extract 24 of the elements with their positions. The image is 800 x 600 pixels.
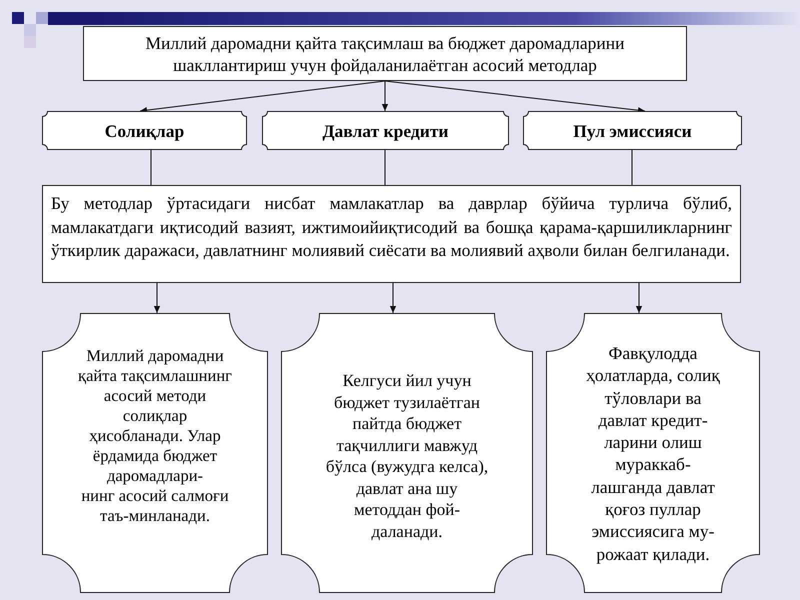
arrow <box>384 80 646 114</box>
method-label: Пул эмиссияси <box>573 120 692 142</box>
explanation-text: Миллий даромадни қайта тақсимлашнинг асосий методи солиқлар ҳисобланади. Улар ёрдамида бюджет даромадлари- нинг асосий салмоғи таъ-минланади. <box>77 346 233 526</box>
description-box <box>42 185 741 283</box>
connector-line <box>384 150 386 186</box>
arrow <box>390 282 396 314</box>
description-text: Бу методлар ўртасидаги нисбат мамлакатлар ва даврлар бўйича турлича бўлиб, мамлакатдаги иқтисодий вазият, ижтимоийиқтисодий ва бошқа қарама-қаршиликларнинг ўткирлик даражаси, давлатнинг молиявий сиёсати ва молиявий аҳволи билан белгиланади. <box>51 192 732 262</box>
arrow <box>140 80 386 114</box>
title-text: Миллий даромадни қайта тақсимлаш ва бюджет даромадларини шакллантириш учун фойдаланилаётган асосий методлар <box>144 32 626 76</box>
method-tab <box>523 111 742 150</box>
method-tab <box>42 111 247 150</box>
title-box <box>83 26 687 81</box>
method-tab <box>262 111 509 150</box>
connector-line <box>150 150 152 186</box>
explanation-card <box>546 313 760 593</box>
explanation-text: Фавқулодда ҳолатларда, солиқ тўловлари ва давлат кредит- ларини олиш мураккаб- лашганда давлат қоғоз пуллар эмиссиясига му- рожаат қилади. <box>585 342 721 565</box>
arrow <box>636 282 642 314</box>
explanation-card <box>281 313 533 593</box>
method-label: Солиқлар <box>104 120 184 142</box>
explanation-text: Келгуси йил учун бюджет тузилаётган пайтда бюджет тақчиллиги мавжуд бўлса (вужудга келса), давлат ана шу методдан фой- даланади. <box>325 370 489 542</box>
arrow <box>382 80 388 112</box>
explanation-card <box>42 313 268 593</box>
arrow <box>154 282 160 314</box>
method-label: Давлат кредити <box>322 120 449 142</box>
